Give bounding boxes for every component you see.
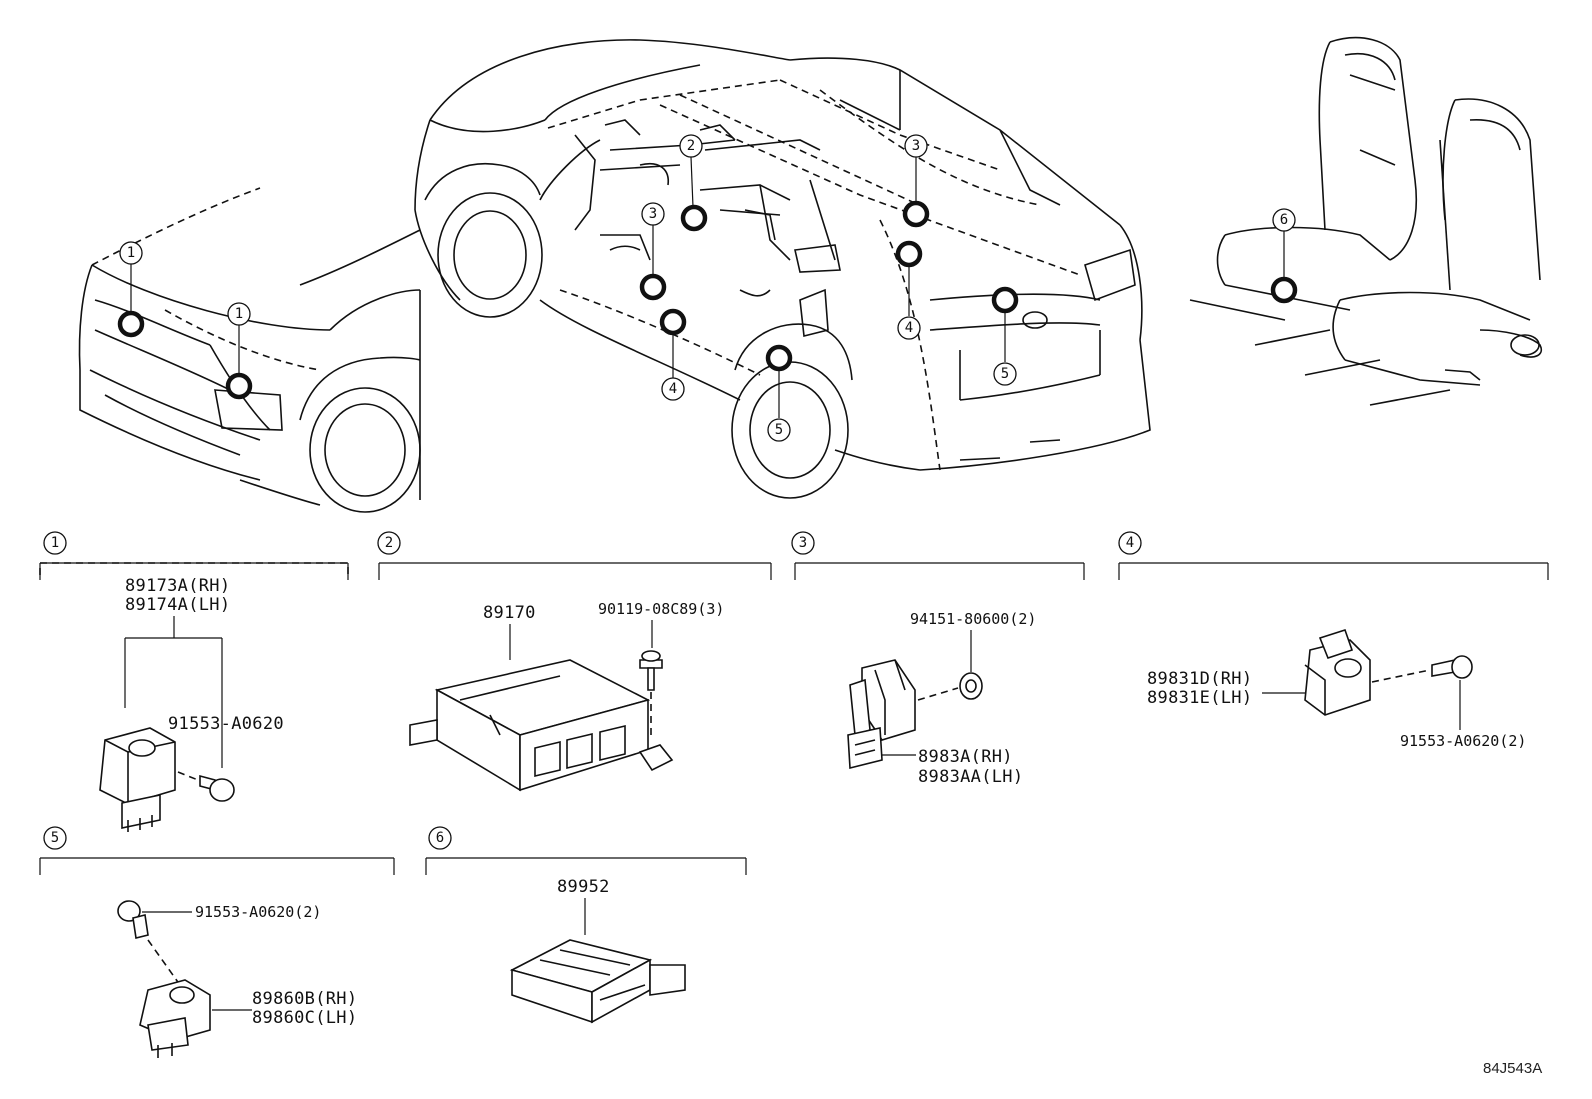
location-marker bbox=[902, 200, 930, 228]
section-index-circle bbox=[428, 826, 452, 850]
vehicle-main-illustration bbox=[414, 39, 1151, 499]
vehicle-front-illustration bbox=[78, 187, 421, 513]
part-number-89860C: 89860C(LH) bbox=[252, 1008, 357, 1028]
callout-circle bbox=[641, 202, 665, 226]
side-airbag-sensor-icon bbox=[1304, 629, 1371, 716]
section-index-circle bbox=[43, 531, 67, 555]
bolt-icon bbox=[1431, 655, 1473, 679]
callout-circle bbox=[1272, 208, 1296, 232]
callout-label: 1 bbox=[235, 306, 243, 322]
callout-label: 5 bbox=[1001, 366, 1009, 382]
front-airbag-sensor-icon bbox=[99, 727, 176, 832]
part-number-89831E: 89831E(LH) bbox=[1147, 688, 1252, 708]
part-number-89173A: 89173A(RH) bbox=[125, 576, 230, 596]
diagram-reference-code: 84J543A bbox=[1483, 1060, 1542, 1077]
callout-label: 1 bbox=[127, 245, 135, 261]
part-number-91553-A0620-2: 91553-A0620(2) bbox=[1400, 732, 1526, 750]
callout-label: 4 bbox=[905, 320, 913, 336]
section-index-circle bbox=[1118, 531, 1142, 555]
section-6: 6 89952 bbox=[425, 826, 747, 1024]
location-markers: 1 1 2 3 3 4 4 5 bbox=[117, 134, 1298, 442]
part-number-91553-A0620: 91553-A0620 bbox=[168, 714, 284, 734]
airbag-control-module-icon bbox=[409, 659, 674, 792]
callout-label: 5 bbox=[775, 422, 783, 438]
section-index-circle bbox=[791, 531, 815, 555]
callout-circle bbox=[227, 302, 251, 326]
part-number-90119-08C89: 90119-08C89(3) bbox=[598, 600, 724, 618]
bolt-icon bbox=[117, 900, 149, 939]
callout-circle bbox=[661, 377, 685, 401]
callout-circle bbox=[993, 362, 1017, 386]
location-marker bbox=[1270, 276, 1298, 304]
part-number-8983AA: 8983AA(LH) bbox=[918, 767, 1023, 787]
section-index: 3 bbox=[799, 535, 807, 551]
location-marker bbox=[680, 204, 708, 232]
callout-circle bbox=[897, 316, 921, 340]
rear-airbag-sensor-icon bbox=[139, 979, 211, 1058]
callout-circle bbox=[119, 241, 143, 265]
section-2: 2 89170 90119-08C89(3) bbox=[377, 531, 772, 792]
part-number-89952: 89952 bbox=[557, 877, 610, 897]
section-index: 2 bbox=[385, 535, 393, 551]
callout-circle bbox=[767, 418, 791, 442]
part-number-94151-80600: 94151-80600(2) bbox=[910, 610, 1036, 628]
location-marker bbox=[639, 273, 667, 301]
callout-label: 2 bbox=[687, 138, 695, 154]
nut-icon bbox=[959, 672, 983, 700]
bolt-icon bbox=[199, 774, 235, 802]
location-marker bbox=[659, 308, 687, 336]
part-number-91553-A0620-2: 91553-A0620(2) bbox=[195, 903, 321, 921]
callout-label: 4 bbox=[669, 381, 677, 397]
location-marker bbox=[225, 372, 253, 400]
callout-circle bbox=[679, 134, 703, 158]
section-1: 1 89173A(RH) 89174A(LH) 91553-A0620 bbox=[39, 531, 349, 832]
section-5: 5 91553-A0620(2) 89860B(RH) 89860C(LH) bbox=[39, 826, 395, 1058]
section-index: 1 bbox=[51, 535, 59, 551]
section-4: 4 89831D(RH) 89831E(LH) 91553-A0620(2) bbox=[1118, 531, 1549, 750]
part-number-89860B: 89860B(RH) bbox=[252, 989, 357, 1009]
door-pressure-sensor-icon bbox=[847, 659, 916, 770]
callout-label: 6 bbox=[1280, 212, 1288, 228]
section-index-circle bbox=[377, 531, 401, 555]
section-3: 3 94151-80600(2) 8983A(RH) 8983AA(LH) bbox=[791, 531, 1085, 787]
location-marker bbox=[765, 344, 793, 372]
section-index: 5 bbox=[51, 830, 59, 846]
part-number-8983A: 8983A(RH) bbox=[918, 747, 1013, 767]
section-index-circle bbox=[43, 826, 67, 850]
callout-label: 3 bbox=[649, 206, 657, 222]
callout-circle bbox=[904, 134, 928, 158]
location-marker bbox=[117, 310, 145, 338]
section-index: 6 bbox=[436, 830, 444, 846]
part-number-89170: 89170 bbox=[483, 603, 536, 623]
occupant-classification-ecu-icon bbox=[509, 939, 686, 1024]
section-index: 4 bbox=[1126, 535, 1134, 551]
part-number-89174A: 89174A(LH) bbox=[125, 595, 230, 615]
callout-label: 3 bbox=[912, 138, 920, 154]
screw-icon bbox=[639, 650, 663, 691]
seat-illustration bbox=[1189, 36, 1542, 406]
part-number-89831D: 89831D(RH) bbox=[1147, 669, 1252, 689]
location-marker bbox=[991, 286, 1019, 314]
location-marker bbox=[895, 240, 923, 268]
